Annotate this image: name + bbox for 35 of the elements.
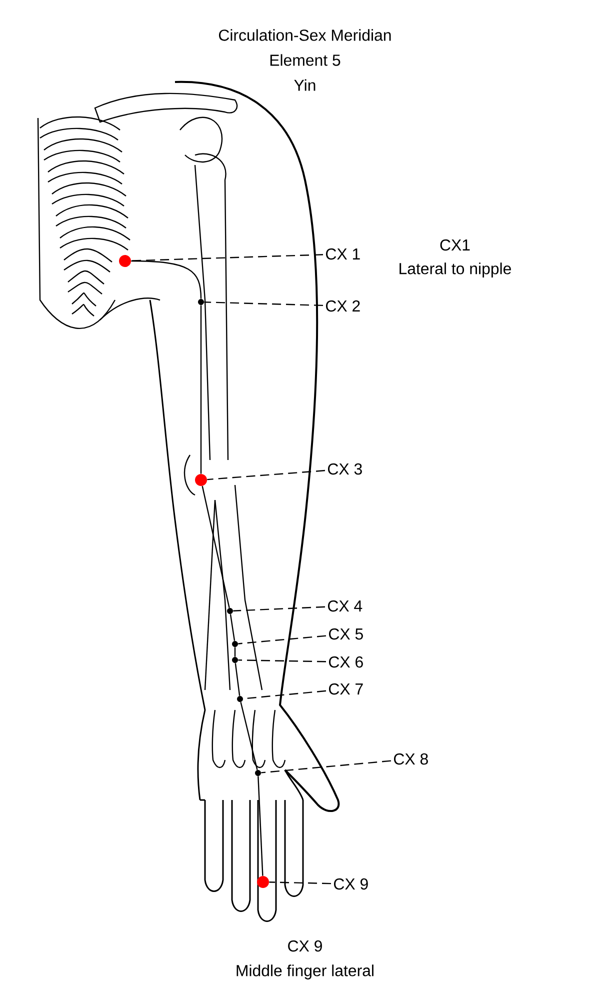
point-label: CX 8: [394, 753, 428, 765]
point-label: CX 2: [326, 300, 360, 312]
meridian-line: [258, 776, 264, 876]
meridian-line: [200, 305, 202, 474]
meridian-line: [234, 647, 236, 657]
point-label: CX 5: [329, 628, 363, 640]
point-label: CX 4: [328, 600, 362, 612]
location-note: Lateral to nipple: [400, 262, 511, 278]
point-label: CX 3: [328, 463, 362, 475]
subtitle-text: Yin: [294, 79, 316, 91]
acupoint-dot: [119, 255, 131, 267]
leader-line: [238, 635, 326, 644]
subtitle-text: Element 5: [270, 54, 340, 66]
point-label: CX 1: [326, 248, 360, 260]
meridian-line: [202, 486, 230, 608]
point-label: CX 9: [334, 878, 368, 890]
meridian-line: [240, 702, 258, 770]
meridian-line: [131, 260, 202, 299]
title: Circulation-Sex Meridian: [219, 29, 391, 41]
leader-line: [233, 606, 326, 612]
point-label: CX 7: [329, 683, 363, 695]
meridian-line: [230, 614, 236, 641]
point-note: CX 9: [288, 940, 322, 952]
acupoint-dot: [195, 474, 207, 486]
leader-line: [204, 302, 324, 306]
acupoint-dot: [257, 876, 269, 888]
leader-line: [238, 659, 326, 662]
point-note: CX1: [440, 239, 470, 251]
leader-line: [269, 882, 331, 884]
point-label: CX 6: [329, 656, 363, 668]
leader-line: [131, 254, 324, 262]
meridian-line: [234, 663, 240, 696]
leader-line: [207, 470, 326, 480]
location-note: Middle finger lateral: [236, 964, 374, 980]
leader-line: [261, 760, 392, 774]
